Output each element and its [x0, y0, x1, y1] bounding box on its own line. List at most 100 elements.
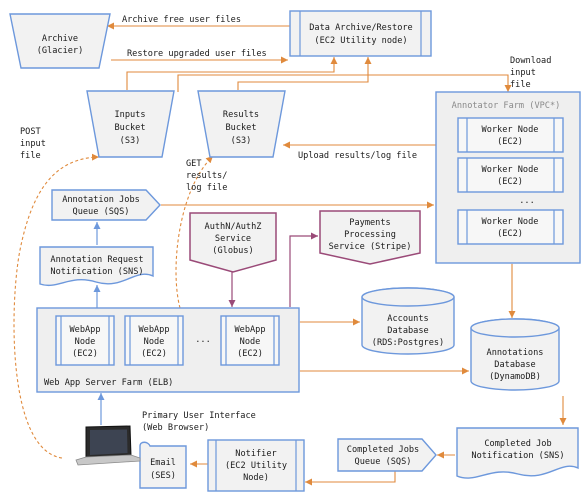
webapp-node: WebApp Node (EC2) [55, 315, 115, 366]
webapp-node-line-1: WebApp [138, 325, 169, 335]
worker-node-line-2: (EC2) [497, 177, 523, 187]
webapp-node-line-2: Node [75, 337, 96, 347]
auth-line-2: Service [215, 234, 251, 244]
arrow-webfarm-payments [289, 232, 318, 307]
label-post-line-1: POST [20, 127, 41, 137]
inputs-bucket: Inputs Bucket (S3) [86, 90, 175, 158]
label-download-line-3: file [510, 80, 531, 90]
accounts-db-line-3: (RDS:Postgres) [372, 338, 444, 348]
laptop-icon [75, 425, 141, 466]
worker-node: Worker Node (EC2) [457, 209, 564, 245]
completed-notification-line-2: Notification (SNS) [471, 451, 564, 461]
web-farm-title: Web App Server Farm (ELB) [44, 378, 173, 388]
webapp-ellipsis: ... [195, 335, 211, 345]
payments-line-1: Payments [349, 218, 390, 228]
completed-notification-line-1: Completed Job [484, 439, 551, 449]
arrow-download-input [177, 74, 512, 92]
payments-line-3: Service (Stripe) [329, 242, 412, 252]
annotations-db-line-3: (DynamoDB) [489, 372, 541, 382]
results-bucket-line-3: (S3) [231, 136, 252, 146]
annotations-db-line-2: Database [494, 360, 535, 370]
arrow-get-results [175, 155, 214, 309]
annotator-farm-title: Annotator Farm (VPC*) [452, 101, 561, 111]
label-archive-free: Archive free user files [122, 15, 241, 25]
annotation-jobs-queue: Annotation Jobs Queue (SQS) [51, 189, 161, 221]
archive-line-1: Archive [42, 34, 78, 44]
results-bucket-line-2: Bucket [225, 123, 256, 133]
accounts-db-line-1: Accounts [387, 314, 428, 324]
webapp-node-line-2: Node [240, 337, 261, 347]
webapp-node: WebApp Node (EC2) [220, 315, 280, 366]
data-archive-line-2: (EC2 Utility node) [314, 36, 407, 46]
email-line-2: (SES) [150, 471, 176, 481]
email-line-1: Email [150, 458, 176, 468]
label-upload-results: Upload results/log file [298, 151, 417, 161]
label-post-line-3: file [20, 151, 41, 161]
notifier-line-1: Notifier [235, 449, 276, 459]
worker-ellipsis: ... [519, 196, 535, 206]
webapp-node-line-3: (EC2) [72, 349, 98, 359]
worker-node-line-1: Worker Node [482, 125, 539, 135]
label-post-line-2: input [20, 139, 46, 149]
web-app-server-farm: WebApp Node (EC2) WebApp Node (EC2) ... … [36, 307, 300, 393]
worker-node-line-1: Worker Node [482, 217, 539, 227]
annotations-db-line-1: Annotations [487, 348, 544, 358]
notifier-line-2: (EC2 Utility [225, 461, 287, 471]
archive-line-2: (Glacier) [37, 46, 84, 56]
archive-glacier: Archive (Glacier) [9, 13, 111, 69]
data-archive-restore-node: Data Archive/Restore (EC2 Utility node) [289, 10, 432, 57]
label-primary-ui-line-1: Primary User Interface [142, 411, 256, 421]
label-download-line-2: input [510, 68, 536, 78]
arrow-results-to-archive [237, 57, 372, 90]
connectors [13, 22, 567, 486]
request-notification-line-2: Notification (SNS) [50, 267, 143, 277]
webapp-node-line-2: Node [144, 337, 165, 347]
label-get-line-2: results/ [186, 171, 227, 181]
inputs-bucket-line-1: Inputs [114, 110, 145, 120]
label-primary-ui-line-2: (Web Browser) [142, 423, 209, 433]
label-get-line-1: GET [186, 159, 202, 169]
annotator-farm: Annotator Farm (VPC*) Worker Node (EC2) … [435, 91, 581, 264]
label-get-line-3: log file [186, 183, 227, 193]
worker-node: Worker Node (EC2) [457, 117, 564, 153]
completed-job-notification: Completed Job Notification (SNS) [456, 427, 579, 479]
webapp-node-line-1: WebApp [69, 325, 100, 335]
annotation-request-notification: Annotation Request Notification (SNS) [39, 246, 154, 286]
arrow-inputs-to-archive [126, 57, 338, 90]
arrow-queue-to-notifier [305, 471, 396, 486]
worker-node-line-1: Worker Node [482, 165, 539, 175]
request-notification-line-1: Annotation Request [50, 255, 143, 265]
webapp-node-line-3: (EC2) [141, 349, 167, 359]
auth-line-1: AuthN/AuthZ [205, 222, 262, 232]
results-bucket-line-1: Results [223, 110, 259, 120]
auth-line-3: (Globus) [212, 246, 253, 256]
worker-node: Worker Node (EC2) [457, 157, 564, 193]
annotations-database: Annotations Database (DynamoDB) [470, 318, 560, 391]
results-bucket: Results Bucket (S3) [197, 90, 286, 158]
payments-line-2: Processing [344, 230, 396, 240]
label-download-line-1: Download [510, 56, 551, 66]
notifier-node: Notifier (EC2 Utility Node) [207, 439, 305, 492]
webapp-node-line-1: WebApp [234, 325, 265, 335]
jobs-queue-line-1: Annotation Jobs [62, 195, 140, 205]
webapp-node: WebApp Node (EC2) [124, 315, 184, 366]
webapp-node-line-3: (EC2) [237, 349, 263, 359]
accounts-database: Accounts Database (RDS:Postgres) [361, 287, 455, 355]
worker-node-line-2: (EC2) [497, 137, 523, 147]
auth-service: AuthN/AuthZ Service (Globus) [189, 212, 277, 273]
arrow-post-input [13, 153, 100, 459]
inputs-bucket-line-3: (S3) [120, 136, 141, 146]
label-restore-upgraded: Restore upgraded user files [127, 49, 267, 59]
completed-queue-line-1: Completed Jobs [347, 445, 419, 455]
jobs-queue-line-2: Queue (SQS) [73, 207, 130, 217]
payments-service: Payments Processing Service (Stripe) [319, 210, 421, 265]
data-archive-line-1: Data Archive/Restore [309, 23, 412, 33]
accounts-db-line-2: Database [387, 326, 428, 336]
worker-node-line-2: (EC2) [497, 229, 523, 239]
completed-queue-line-2: Queue (SQS) [355, 457, 412, 467]
completed-jobs-queue: Completed Jobs Queue (SQS) [337, 438, 437, 472]
notifier-line-3: Node) [243, 473, 269, 483]
email-ses: Email (SES) [139, 441, 187, 489]
inputs-bucket-line-2: Bucket [114, 123, 145, 133]
